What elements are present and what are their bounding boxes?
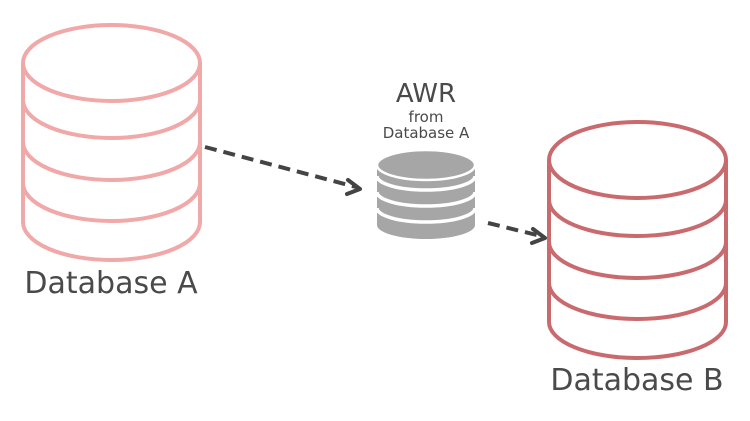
database-a-icon [21, 23, 202, 262]
arrow-awr-to-b [487, 221, 547, 245]
awr-title: AWR [395, 79, 457, 109]
awr-subtitle-source: Database A [382, 124, 470, 142]
database-b-icon [547, 120, 728, 360]
awr-database-icon [375, 148, 477, 239]
database-a-label: Database A [24, 266, 198, 301]
arrow-a-to-awr [204, 145, 362, 196]
database-b-label: Database B [550, 363, 724, 398]
awr-subtitle-from: from [408, 108, 444, 126]
